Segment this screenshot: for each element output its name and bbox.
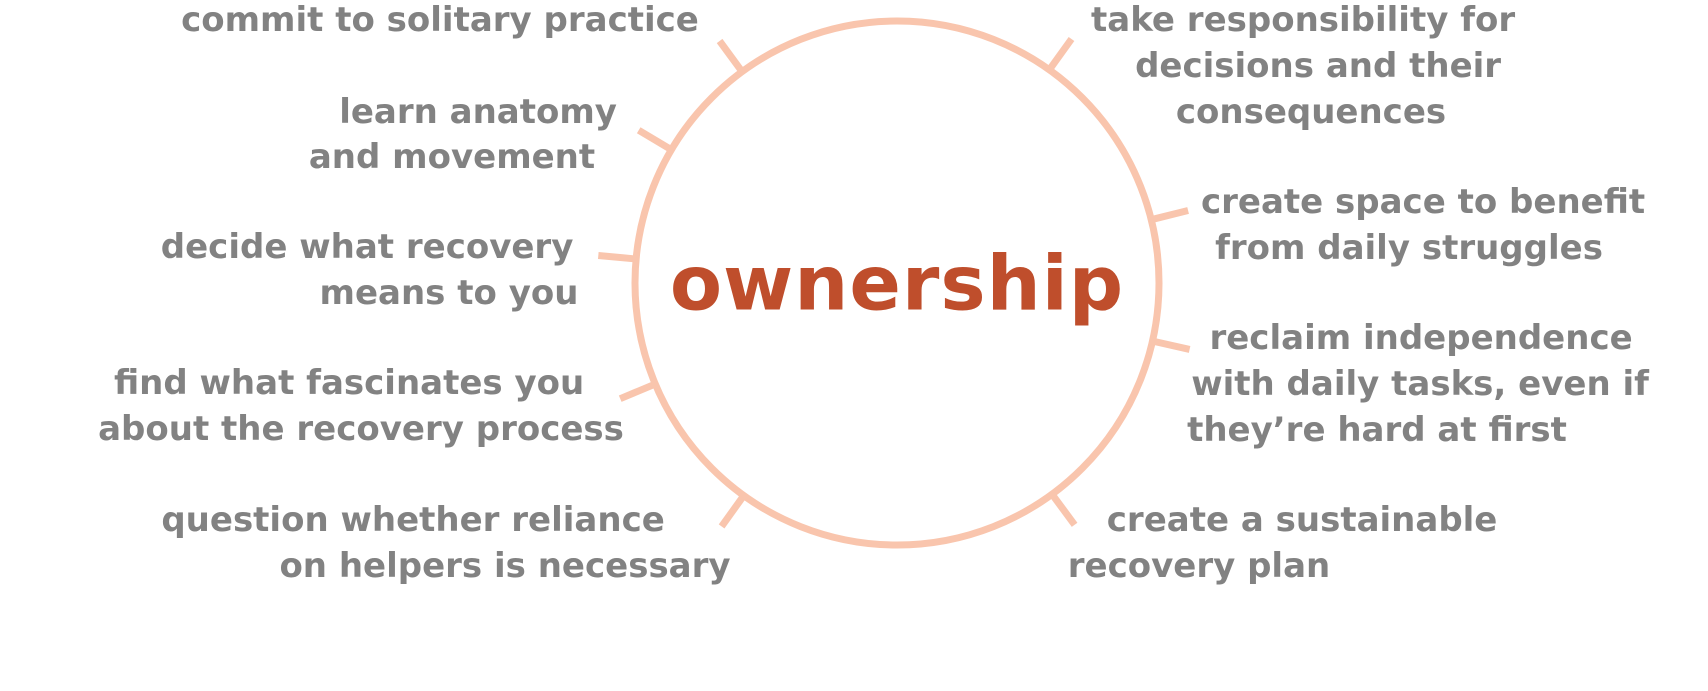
center-label: ownership: [670, 239, 1124, 328]
spoke-tick-1: [716, 38, 744, 73]
left-item-5-line-2: on helpers is necessary: [279, 546, 730, 586]
right-item-2-line-2: from daily struggles: [1215, 228, 1603, 268]
left-item-4-line-1: find what fascinates you: [114, 363, 584, 403]
right-item-4: create a sustainable recovery plan: [1068, 500, 1509, 586]
spoke-tick-7: [1152, 207, 1189, 223]
right-item-1-line-1: take responsibility for: [1091, 0, 1515, 40]
left-item-3-line-2: means to you: [320, 273, 579, 313]
right-item-1-line-2: decisions and their: [1135, 46, 1501, 86]
right-item-4-line-2: recovery plan: [1068, 546, 1330, 586]
right-item-1: take responsibility for decisions and th…: [1091, 0, 1527, 132]
right-item-3: reclaim independence with daily tasks, e…: [1187, 318, 1661, 450]
left-item-1: commit to solitary practice: [181, 0, 699, 40]
central-ring: [631, 17, 1163, 549]
right-item-3-line-2: with daily tasks, even if: [1191, 364, 1650, 404]
left-item-2: learn anatomy and movement: [309, 92, 629, 177]
spoke-ticks: [597, 36, 1191, 529]
spoke-tick-4: [618, 381, 655, 402]
spoke-tick-6: [1047, 36, 1075, 71]
left-item-1-line-1: commit to solitary practice: [181, 0, 699, 40]
spoke-tick-5: [718, 495, 746, 529]
right-item-2: create space to benefit from daily strug…: [1201, 182, 1657, 268]
left-item-3: decide what recovery means to you: [161, 227, 585, 313]
right-labels: take responsibility for decisions and th…: [1068, 0, 1661, 586]
spoke-tick-9: [1050, 493, 1078, 527]
left-item-5-line-1: question whether reliance: [161, 500, 664, 540]
left-item-4: find what fascinates you about the recov…: [98, 363, 624, 449]
left-item-2-line-1: learn anatomy: [339, 92, 617, 132]
spoke-tick-3: [597, 252, 635, 263]
right-item-4-line-1: create a sustainable: [1107, 500, 1498, 540]
left-item-5: question whether reliance on helpers is …: [161, 500, 730, 586]
right-item-3-line-3: they’re hard at first: [1187, 410, 1567, 450]
left-labels: commit to solitary practice learn anatom…: [98, 0, 730, 586]
right-item-1-line-3: consequences: [1176, 92, 1446, 132]
right-item-2-line-1: create space to benefit: [1201, 182, 1645, 222]
left-item-3-line-1: decide what recovery: [161, 227, 574, 267]
left-item-4-line-2: about the recovery process: [98, 409, 624, 449]
spoke-tick-2: [636, 127, 672, 152]
spoke-tick-8: [1153, 338, 1191, 353]
right-item-3-line-1: reclaim independence: [1209, 318, 1632, 358]
left-item-2-line-2: and movement: [309, 137, 595, 177]
